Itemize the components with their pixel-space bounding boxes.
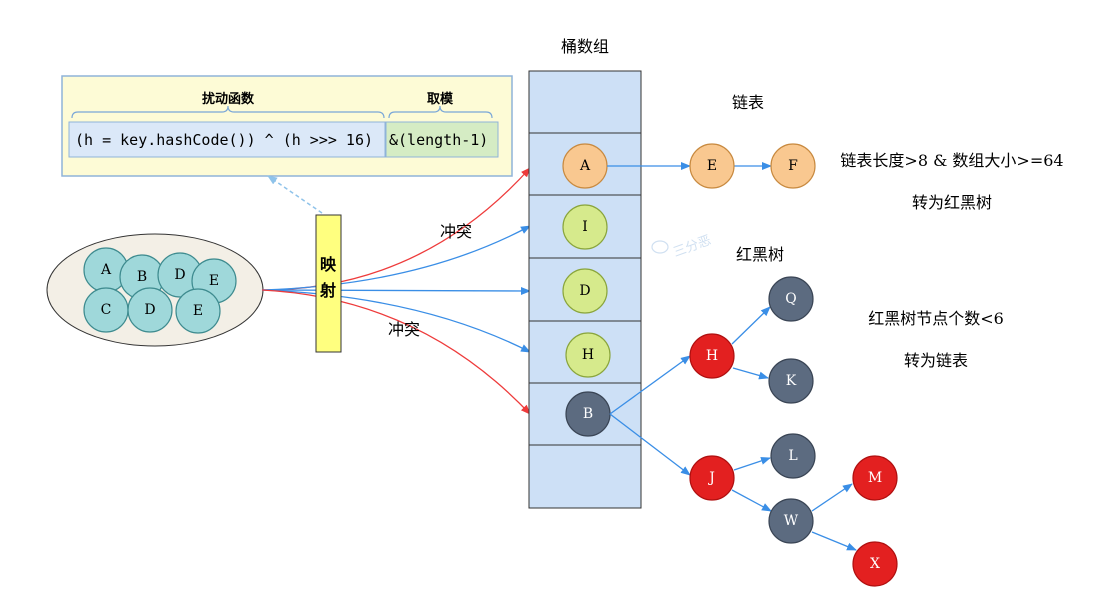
- tree-edge: [733, 457, 771, 471]
- red-black-tree-title: 红黑树: [736, 245, 784, 264]
- svg-text:B: B: [583, 406, 593, 422]
- untreeify-condition: 红黑树节点个数<6: [868, 309, 1004, 328]
- mapping-box: 映 射: [315, 214, 342, 353]
- bucket-node-i: I: [562, 204, 608, 250]
- tree-edge: [811, 483, 853, 512]
- tree-edge: [731, 306, 771, 345]
- watermark: 三分恶: [651, 233, 713, 261]
- svg-text:E: E: [209, 273, 219, 289]
- modulo-code: &(length-1): [389, 131, 488, 149]
- tree-edge: [811, 531, 857, 551]
- svg-text:L: L: [788, 448, 797, 464]
- svg-text:A: A: [579, 158, 591, 174]
- tree-node-m: M: [852, 455, 898, 501]
- tree-node-x: X: [852, 541, 898, 587]
- treeify-condition: 链表长度>8 & 数组大小>=64: [840, 151, 1063, 170]
- perturb-code: (h = key.hashCode()) ^ (h >>> 16): [75, 131, 373, 149]
- tree-node-h: H: [689, 333, 735, 379]
- svg-text:C: C: [101, 302, 112, 318]
- treeify-result: 转为红黑树: [912, 193, 992, 212]
- perturb-brace: [71, 105, 385, 119]
- key-circle: C: [83, 287, 129, 333]
- bucket-node-h: H: [565, 332, 611, 378]
- svg-text:B: B: [137, 269, 147, 285]
- svg-text:J: J: [707, 470, 715, 486]
- mapping-label-char-2: 射: [319, 281, 336, 300]
- tree-edge: [609, 413, 691, 476]
- formula-link-arrow: [267, 175, 323, 214]
- svg-text:A: A: [100, 262, 112, 278]
- hash-formula-panel: 扰动函数 取模 (h = key.hashCode()) ^ (h >>> 16…: [61, 75, 513, 177]
- tree-node-l: L: [770, 433, 816, 479]
- svg-text:I: I: [582, 219, 588, 235]
- svg-text:D: D: [144, 302, 155, 318]
- mapping-arrows: [261, 167, 531, 415]
- modulo-brace: [388, 105, 493, 119]
- bucket-node-d: D: [562, 268, 608, 314]
- watermark-text: 三分恶: [671, 233, 713, 260]
- bucket-array-title: 桶数组: [561, 37, 609, 56]
- svg-text:M: M: [868, 470, 882, 486]
- perturb-code-box: [68, 121, 386, 158]
- modulo-code-box: [385, 121, 499, 158]
- bucket-array: A I D H B: [528, 70, 642, 509]
- tree-edge: [609, 355, 691, 415]
- list-node-e: E: [689, 143, 735, 189]
- linked-list-title: 链表: [732, 93, 764, 112]
- collision-label: 冲突: [388, 320, 420, 339]
- svg-text:E: E: [193, 303, 203, 319]
- tree-edge: [732, 367, 769, 380]
- untreeify-result: 转为链表: [904, 351, 968, 370]
- bucket-node-a: A: [562, 143, 608, 189]
- mapping-arrow-collision: [261, 167, 531, 291]
- mapping-arrow: [261, 225, 531, 291]
- tree-node-q: Q: [768, 276, 814, 322]
- mapping-label-char-1: 映: [320, 255, 337, 274]
- svg-text:Q: Q: [785, 291, 796, 307]
- svg-text:D: D: [174, 267, 185, 283]
- svg-text:E: E: [707, 158, 717, 174]
- svg-text:K: K: [786, 373, 797, 389]
- tree-node-j: J: [689, 455, 735, 501]
- mapping-arrow: [261, 286, 531, 295]
- svg-text:H: H: [706, 348, 718, 364]
- collision-label: 冲突: [440, 222, 472, 241]
- key-circle: E: [175, 288, 221, 334]
- svg-text:H: H: [582, 347, 594, 363]
- perturb-function-label: 扰动函数: [202, 91, 255, 107]
- svg-text:D: D: [579, 283, 590, 299]
- bucket-slot: [528, 444, 642, 509]
- list-node-f: F: [770, 143, 816, 189]
- tree-node-k: K: [768, 358, 814, 404]
- key-set: A B D E C D E: [46, 233, 264, 347]
- svg-text:W: W: [784, 513, 799, 529]
- key-circle: D: [127, 287, 173, 333]
- tree-edge: [731, 489, 772, 512]
- mapping-arrow-collision: [261, 289, 531, 415]
- svg-text:F: F: [788, 158, 798, 174]
- svg-text:X: X: [870, 556, 880, 572]
- modulo-label: 取模: [427, 91, 454, 107]
- tree-node-w: W: [768, 498, 814, 544]
- mapping-arrow: [261, 289, 531, 353]
- tree-edges: [609, 306, 857, 551]
- bucket-slot: [528, 70, 642, 134]
- bucket-node-b: B: [565, 391, 611, 437]
